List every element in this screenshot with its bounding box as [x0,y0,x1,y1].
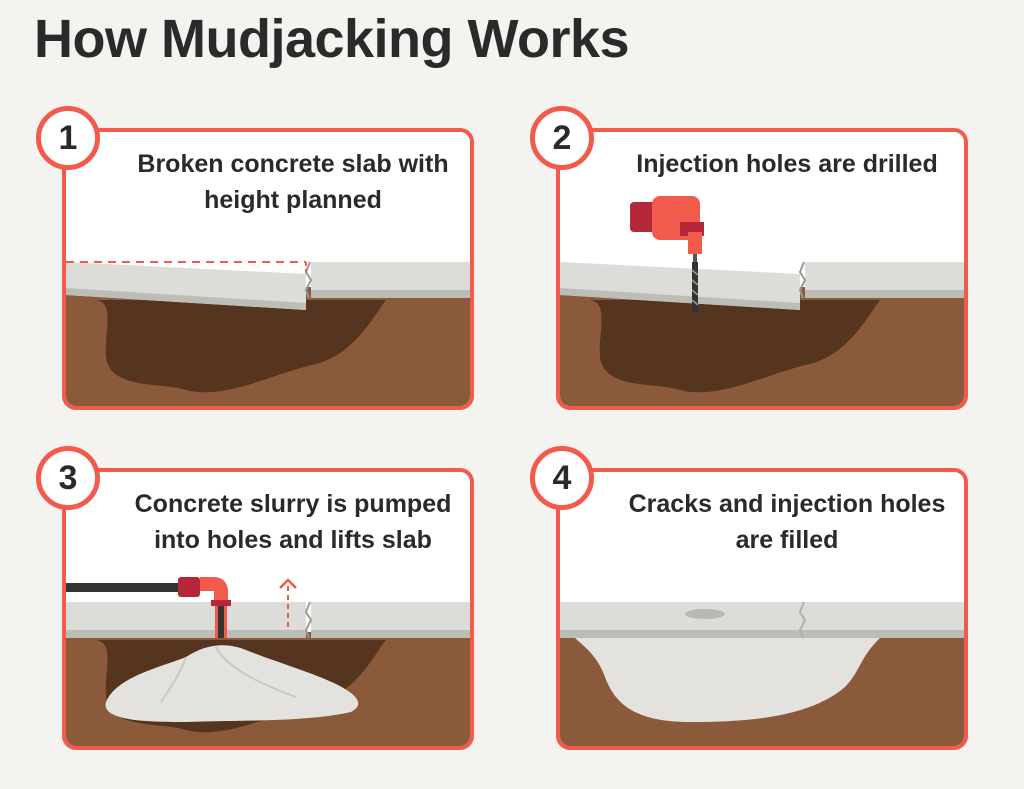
filled-hole [685,609,725,619]
lift-arrow-icon [279,578,297,627]
step-3-badge: 3 [36,446,100,510]
crack [798,261,807,299]
step-3-illustration [66,577,470,746]
step-4-badge: 4 [530,446,594,510]
crack [304,601,313,639]
step-1-panel: Broken concrete slab with height planned [62,128,474,410]
filled-crack [798,601,807,639]
pump-hose-icon [66,577,231,638]
step-2-badge: 2 [530,106,594,170]
step-2-panel: Injection holes are drilled [556,128,968,410]
step-4-illustration [560,601,964,746]
step-3-caption: Concrete slurry is pumped into holes and… [134,490,452,554]
filled-void [575,638,880,722]
crack [304,261,313,299]
step-3-panel: Concrete slurry is pumped into holes and… [62,468,474,750]
drill-icon [630,196,704,312]
slurry-mass [105,645,359,722]
page-title: How Mudjacking Works [34,9,630,69]
step-1-caption: Broken concrete slab with height planned [137,150,449,214]
step-2-caption: Injection holes are drilled [636,150,938,178]
step-1-illustration [66,261,470,406]
step-1-badge: 1 [36,106,100,170]
step-4-panel: Cracks and injection holes are filled [556,468,968,750]
void-under-slab [588,300,880,393]
step-4-caption: Cracks and injection holes are filled [628,490,946,554]
void-under-slab [94,300,386,393]
step-2-illustration [560,196,964,406]
